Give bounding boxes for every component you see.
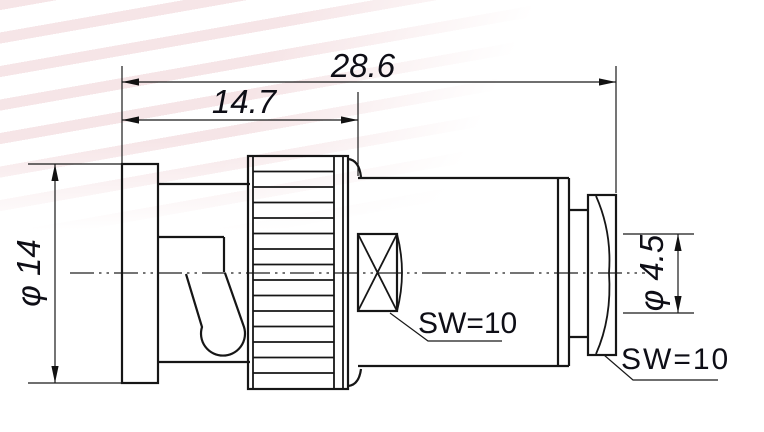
arrow-left-icon: [122, 78, 139, 86]
arrow-up-icon: [51, 164, 59, 181]
label-wrench-mid: SW=10: [389, 307, 517, 342]
shoulder-fillet-top: [347, 157, 363, 178]
arrow-down-icon: [674, 296, 682, 313]
nut-outline: [586, 193, 618, 357]
dimension-body-diameter: φ 14: [10, 163, 122, 384]
dim-value-cable-diameter: φ 4.5: [633, 234, 670, 311]
knurl-lines: [253, 170, 334, 374]
nut-chamfer-top: [595, 195, 611, 274]
bayonet-sleeve: [158, 182, 250, 364]
dim-value-front: 14.7: [212, 83, 278, 120]
nut-chamfer-bottom: [595, 272, 611, 355]
arrow-right-icon: [599, 78, 616, 86]
arrow-up-icon: [674, 234, 682, 251]
dim-value-overall: 28.6: [330, 47, 396, 84]
connector-outline: [120, 154, 618, 391]
knurl-outline: [246, 154, 350, 391]
watermark-stripes: [0, 0, 540, 250]
dimension-cable-diameter: φ 4.5: [623, 233, 694, 314]
label-wrench-rear: SW=10: [603, 343, 730, 381]
dimension-overall-length: 28.6: [121, 47, 617, 193]
arrow-down-icon: [51, 366, 59, 383]
label-wrench-rear-text: SW=10: [621, 343, 730, 376]
knurl-section: [246, 154, 363, 391]
front-ring: [120, 162, 160, 385]
arrow-left-icon: [122, 116, 139, 124]
arrow-right-icon: [341, 116, 358, 124]
dimension-front-length: 14.7: [122, 83, 359, 176]
hex-flat-marker: [356, 232, 403, 313]
dim-value-body-diameter: φ 14: [10, 239, 47, 306]
leader-line: [389, 312, 502, 342]
bayonet-pin: [184, 272, 247, 357]
rear-nut: [569, 193, 618, 357]
label-wrench-mid-text: SW=10: [418, 307, 517, 340]
shoulder-fillet-bottom: [347, 368, 363, 388]
leader-line: [603, 354, 718, 381]
